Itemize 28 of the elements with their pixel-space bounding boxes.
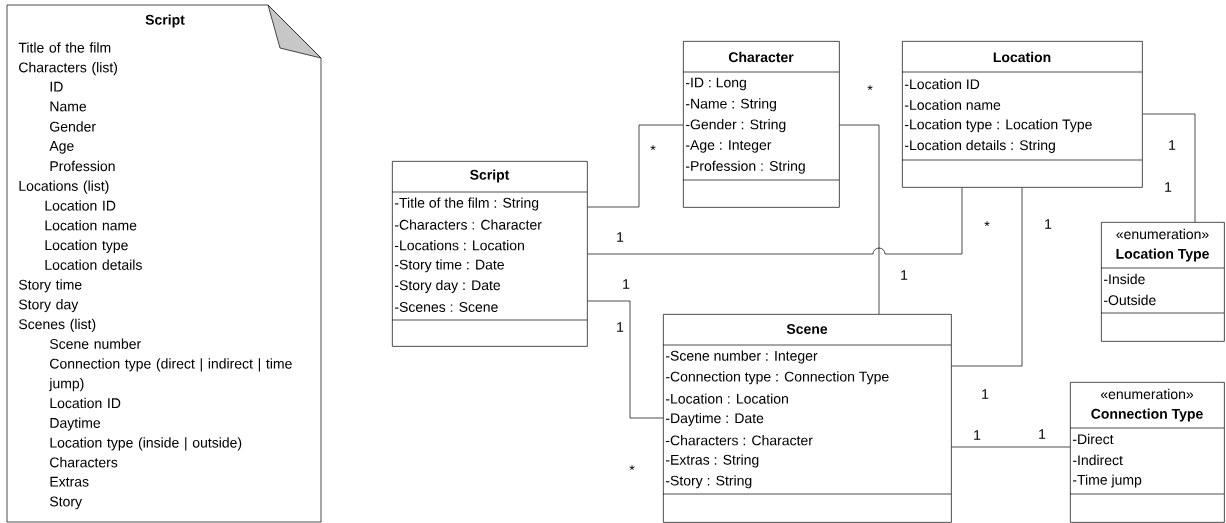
class-box: Script -Title of the film : String -Characters : Character -Locations : Location -Story time : Date -Story day : Date -Scenes : Scene [391, 161, 588, 347]
class-box: «enumeration» Connection Type -Direct -Indirect -Time jump [1069, 382, 1225, 523]
multiplicity-label: 1 [617, 322, 624, 332]
connector-line [951, 446, 1071, 448]
multiplicity-label: 1 [617, 232, 624, 242]
class-box: Scene -Scene number : Integer -Connection type : Connection Type -Location : Location -Daytime : Date -Characters : Character -Extras : String -Story : String [662, 314, 952, 523]
multiplicity-label: 1 [982, 389, 989, 399]
connector-line [587, 187, 963, 255]
multiplicity-label: * [984, 221, 990, 227]
multiplicity-label: * [650, 145, 656, 151]
multiplicity-label: * [629, 465, 635, 471]
multiplicity-label: 1 [623, 279, 630, 289]
connector-line [587, 300, 664, 419]
note-box: Script Title of the film Characters (list) ID Name Gender Age Profession Locations (list) Location ID Location name Location type Location details Story time Story day Scenes (list) Scene number Connection type (direct | indirect | time jump) Location ID Daytime Location type (inside | outside) Characters Extras Story [6, 4, 322, 523]
connector-line [1142, 113, 1196, 223]
multiplicity-label: 1 [901, 270, 908, 280]
multiplicity-label: 1 [974, 430, 981, 440]
class-box: «enumeration» Location Type -Inside -Outside [1100, 222, 1225, 342]
connector-line [587, 124, 684, 208]
multiplicity-label: * [867, 85, 873, 91]
class-box: Location -Location ID -Location name -Location type : Location Type -Location details : String [901, 41, 1143, 188]
connector-line [839, 124, 880, 315]
multiplicity-label: 1 [1169, 140, 1176, 150]
connector-line [951, 187, 1023, 367]
multiplicity-label: 1 [1045, 219, 1052, 229]
multiplicity-label: 1 [1039, 429, 1046, 439]
class-box: Character -ID : Long -Name : String -Gender : String -Age : Integer -Profession : String [682, 41, 840, 208]
multiplicity-label: 1 [1165, 182, 1172, 192]
